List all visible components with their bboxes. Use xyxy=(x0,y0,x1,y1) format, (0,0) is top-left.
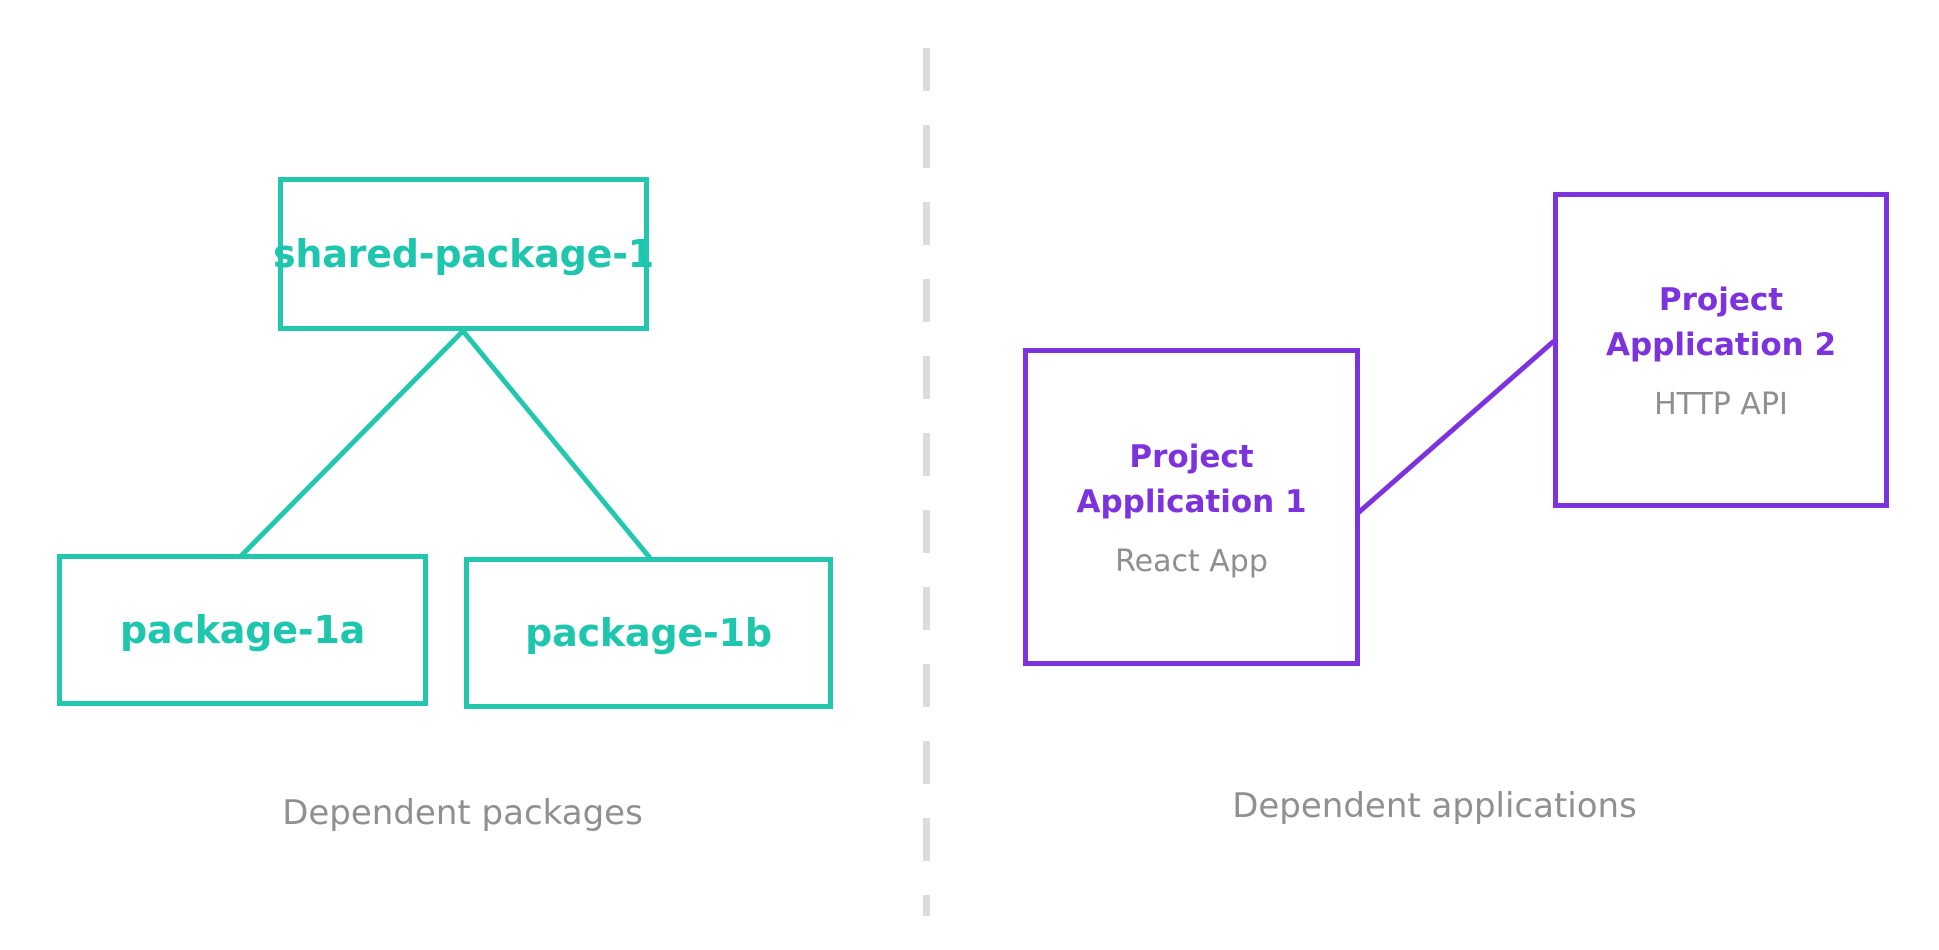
node-project-application-1-title: Project Application 1 xyxy=(1076,439,1307,520)
edge-shared-package-1-to-package-1b xyxy=(461,329,652,560)
edge-project-application-1-to-project-application-2 xyxy=(1356,339,1556,515)
node-package-1b-label: package-1b xyxy=(525,611,772,655)
node-shared-package-1-label: shared-package-1 xyxy=(272,232,655,276)
edge-shared-package-1-to-package-1a xyxy=(239,329,465,558)
node-project-application-2[interactable]: Project Application 2 HTTP API xyxy=(1553,192,1889,508)
caption-dependent-applications: Dependent applications xyxy=(1232,786,1637,826)
node-package-1a-label: package-1a xyxy=(119,608,366,652)
caption-dependent-packages: Dependent packages xyxy=(282,793,643,833)
node-shared-package-1[interactable]: shared-package-1 xyxy=(273,177,654,331)
node-package-1a[interactable]: package-1a xyxy=(57,554,428,706)
node-project-application-2-subtitle: HTTP API xyxy=(1654,386,1788,422)
node-project-application-2-title: Project Application 2 xyxy=(1605,282,1837,363)
node-project-application-1[interactable]: Project Application 1 React App xyxy=(1023,348,1360,666)
node-project-application-1-subtitle: React App xyxy=(1115,543,1268,579)
node-package-1b[interactable]: package-1b xyxy=(464,557,833,709)
